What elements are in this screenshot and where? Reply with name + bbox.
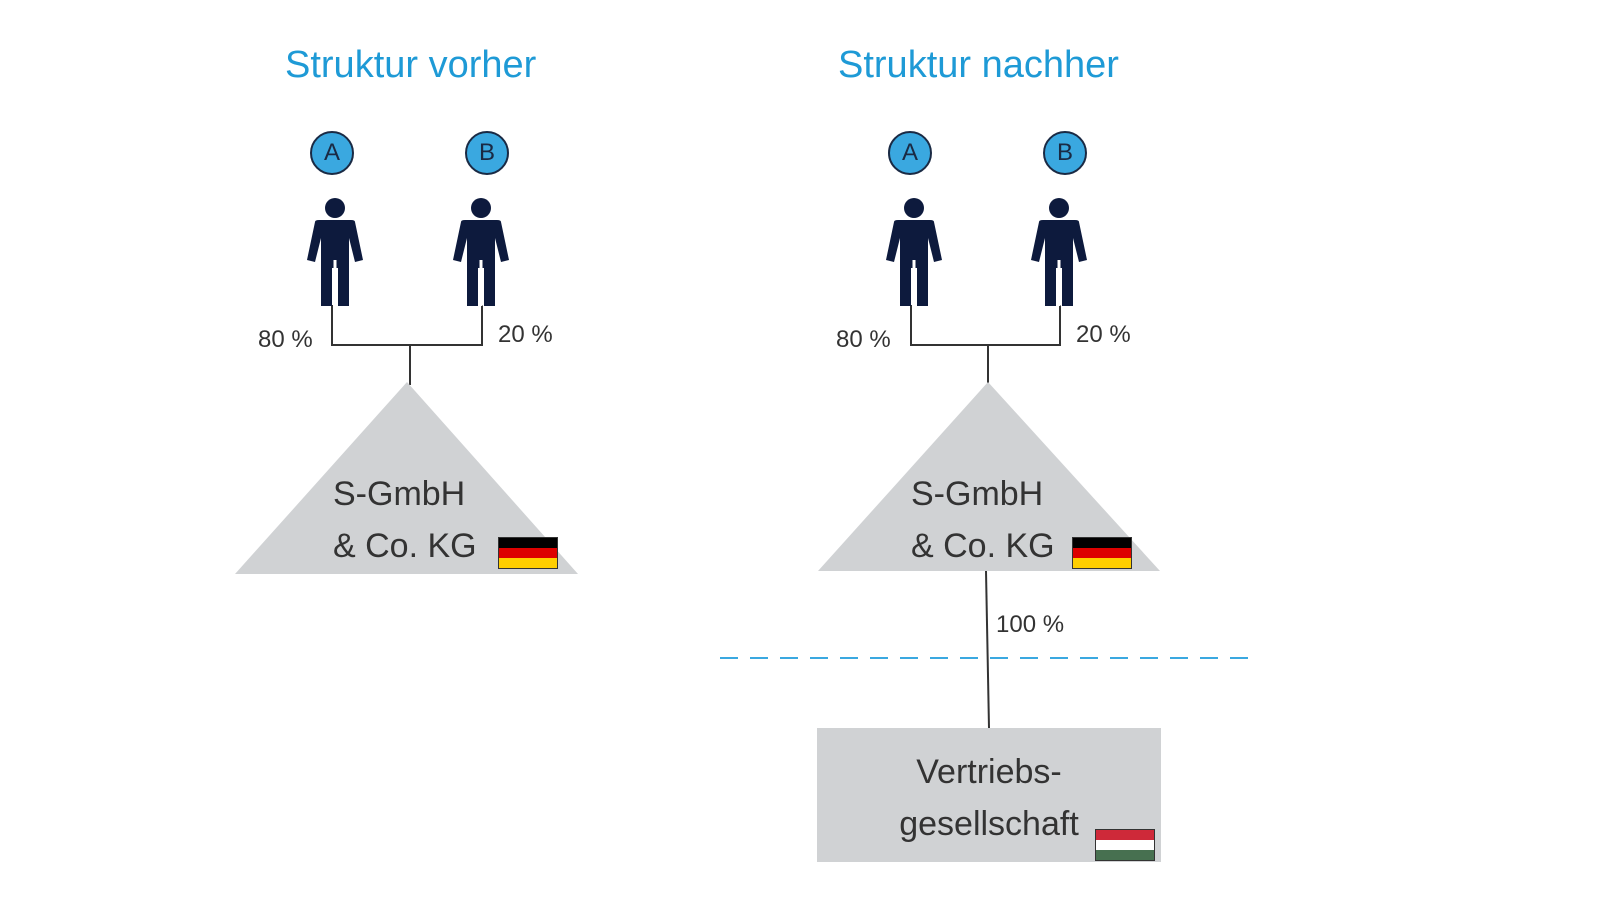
title-before: Struktur vorher xyxy=(285,44,537,86)
connector-right-shareholders xyxy=(910,305,1061,346)
entity-name-line1-after: S-GmbH xyxy=(911,475,1044,513)
person-icon xyxy=(1031,198,1087,306)
connector-entity-to-subsidiary xyxy=(985,570,990,729)
badge-b-after: B xyxy=(1043,131,1087,175)
share-b-after: 20 % xyxy=(1076,321,1131,348)
subsidiary-name-line2: gesellschaft xyxy=(899,805,1079,843)
badge-b-before: B xyxy=(465,131,509,175)
entity-triangle-left xyxy=(235,382,578,574)
entity-name-line1-before: S-GmbH xyxy=(333,475,466,513)
share-a-after: 80 % xyxy=(836,326,891,353)
entity-name-line2-before: & Co. KG xyxy=(333,527,477,565)
badge-a-before: A xyxy=(310,131,354,175)
person-icon xyxy=(886,198,942,306)
hungary-flag-icon xyxy=(1095,829,1155,861)
germany-flag-icon xyxy=(1072,537,1132,569)
share-b-before: 20 % xyxy=(498,321,553,348)
connector-left-shareholders xyxy=(331,305,483,346)
entity-name-line2-after: & Co. KG xyxy=(911,527,1055,565)
title-after: Struktur nachher xyxy=(838,44,1119,86)
badge-a-after: A xyxy=(888,131,932,175)
person-icon xyxy=(453,198,509,306)
person-icon xyxy=(307,198,363,306)
entity-triangle-right xyxy=(818,382,1160,571)
germany-flag-icon xyxy=(498,537,558,569)
subsidiary-name-line1: Vertriebs- xyxy=(916,753,1062,791)
share-subsidiary: 100 % xyxy=(996,611,1065,638)
share-a-before: 80 % xyxy=(258,326,313,353)
